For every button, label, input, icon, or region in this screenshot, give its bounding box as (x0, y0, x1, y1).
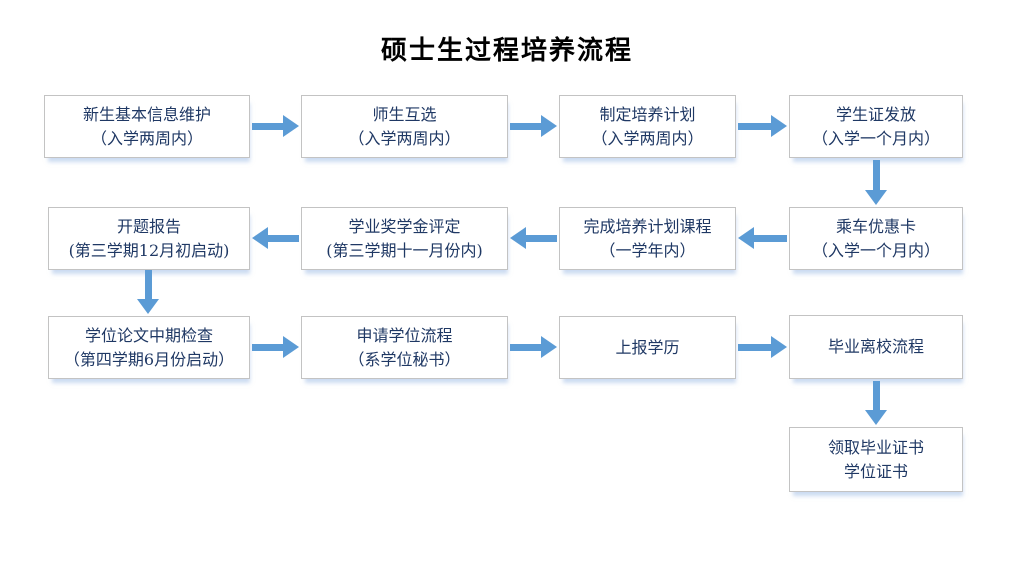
flow-box-graduation-leave-process: 毕业离校流程 (789, 315, 963, 379)
arrow-down-icon (865, 381, 887, 425)
flow-box-complete-plan-courses: 完成培养计划课程 （一学年内） (559, 207, 736, 270)
flow-box-line2: （一学年内） (599, 240, 696, 260)
flow-box-line2: （入学一个月内） (811, 240, 940, 260)
arrow-right-icon (252, 115, 299, 137)
flow-box-scholarship-evaluation: 学业奖学金评定 (第三学期十一月份内) (301, 207, 508, 270)
flow-box-thesis-midterm-check: 学位论文中期检查 （第四学期6月份启动） (48, 316, 250, 379)
flow-box-bus-discount-card: 乘车优惠卡 （入学一个月内） (789, 207, 963, 270)
flow-box-line2: （入学两周内） (348, 128, 461, 148)
flow-box-line1: 毕业离校流程 (827, 337, 924, 356)
flow-box-report-education-record: 上报学历 (559, 316, 736, 379)
flow-box-line1: 制定培养计划 (599, 104, 696, 124)
flow-box-mentor-student-selection: 师生互选 （入学两周内） (301, 95, 508, 158)
arrow-right-icon (510, 336, 557, 358)
flow-box-line1: 师生互选 (372, 104, 437, 124)
flow-box-line2: （入学一个月内） (811, 128, 940, 148)
arrow-left-icon (252, 227, 299, 249)
flow-box-line1: 学生证发放 (835, 104, 916, 124)
flow-box-line2: （第四学期6月份启动） (63, 349, 235, 369)
page-title: 硕士生过程培养流程 (380, 36, 633, 66)
flow-box-line2: (第三学期12月初启动) (68, 240, 230, 260)
flow-box-line1: 申请学位流程 (356, 325, 453, 345)
flow-box-proposal-report: 开题报告 (第三学期12月初启动) (48, 207, 250, 270)
arrow-right-icon (738, 336, 787, 358)
flow-box-line1: 上报学历 (615, 337, 680, 357)
flow-box-receive-certificates: 领取毕业证书 学位证书 (789, 427, 963, 492)
flow-box-line2: (第三学期十一月份内) (326, 240, 483, 260)
flow-box-line1: 学业奖学金评定 (348, 216, 461, 236)
flow-box-degree-application: 申请学位流程 （系学位秘书） (301, 316, 508, 379)
flow-box-student-id-issue: 学生证发放 （入学一个月内） (789, 95, 963, 158)
arrow-down-icon (865, 160, 887, 205)
flow-box-line2: （入学两周内） (591, 128, 704, 148)
arrow-right-icon (252, 336, 299, 358)
arrow-left-icon (738, 227, 787, 249)
flow-box-line1: 完成培养计划课程 (583, 216, 712, 236)
flow-box-line2: （系学位秘书） (348, 349, 461, 369)
flow-box-make-training-plan: 制定培养计划 （入学两周内） (559, 95, 736, 158)
flow-box-line1: 学位论文中期检查 (84, 325, 213, 345)
flow-box-line1: 乘车优惠卡 (835, 216, 916, 236)
flow-box-line2: （入学两周内） (90, 128, 203, 148)
flow-box-line2: 学位证书 (843, 461, 908, 481)
flow-box-line1: 领取毕业证书 (827, 437, 924, 457)
flow-box-line1: 开题报告 (116, 216, 181, 236)
flow-box-new-student-info: 新生基本信息维护 （入学两周内） (44, 95, 250, 158)
arrow-left-icon (510, 227, 557, 249)
arrow-right-icon (510, 115, 557, 137)
flow-box-line1: 新生基本信息维护 (82, 104, 211, 124)
arrow-right-icon (738, 115, 787, 137)
arrow-down-icon (137, 270, 159, 314)
